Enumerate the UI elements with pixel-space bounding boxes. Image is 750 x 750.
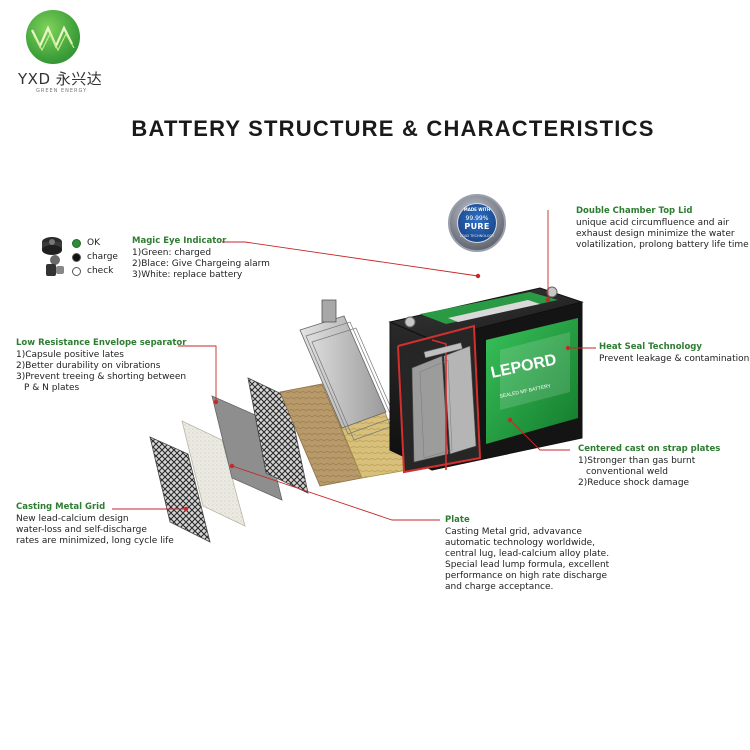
callout-plate: Plate Casting Metal grid, advavance auto… xyxy=(445,515,610,592)
logo-brand: YXD 永兴达 xyxy=(18,70,103,88)
badge-pure: PURE xyxy=(464,222,490,231)
callout-magic-eye: Magic Eye Indicator 1)Green: charged 2)B… xyxy=(132,236,270,280)
callout-strap-plates: Centered cast on strap plates 1)Stronger… xyxy=(578,444,721,488)
callout-heading: Double Chamber Top Lid xyxy=(576,206,693,216)
casting-metal-grid xyxy=(149,436,211,543)
legend-check: check xyxy=(72,264,118,278)
fiber-separator xyxy=(181,420,246,527)
company-logo: YXD 永兴达 GREEN ENERGY xyxy=(18,6,114,98)
badge-top-text: MADE WITH xyxy=(463,207,491,212)
cast-on-strap xyxy=(423,342,463,359)
magic-eye-parts-icon xyxy=(42,237,64,276)
legend-charge: charge xyxy=(72,250,118,264)
callout-heading: Plate xyxy=(445,515,470,525)
green-dot-icon xyxy=(72,238,81,248)
badge-percent: 99.99% xyxy=(465,215,489,222)
legend-ok: OK xyxy=(72,236,118,250)
leader-lines xyxy=(112,210,596,521)
battery-box xyxy=(388,286,584,474)
callout-envelope-separator: Low Resistance Envelope separator 1)Caps… xyxy=(16,338,187,393)
white-dot-icon xyxy=(72,266,81,276)
pure-lead-badge: MADE WITH 99.99% PURE LEAD TECHNOLOGY xyxy=(448,194,506,252)
logo-tagline: GREEN ENERGY xyxy=(36,88,88,94)
callout-heading: Heat Seal Technology xyxy=(599,342,702,352)
callout-top-lid: Double Chamber Top Lid unique acid circu… xyxy=(576,206,749,250)
callout-heading: Magic Eye Indicator xyxy=(132,236,227,246)
plate-lug xyxy=(321,299,337,323)
logo-wave-icon xyxy=(26,10,80,64)
callout-casting-grid: Casting Metal Grid New lead-calcium desi… xyxy=(16,502,174,546)
callout-heat-seal: Heat Seal Technology Prevent leakage & c… xyxy=(599,342,750,364)
callout-heading: Low Resistance Envelope separator xyxy=(16,338,187,348)
leader-dots xyxy=(183,273,571,512)
grid-plate-2 xyxy=(247,377,309,494)
plate-grey xyxy=(211,395,283,501)
callout-heading: Casting Metal Grid xyxy=(16,502,106,512)
callout-heading: Centered cast on strap plates xyxy=(578,444,721,454)
black-dot-icon xyxy=(72,252,81,262)
indicator-legend: OK charge check xyxy=(72,236,118,278)
badge-bottom-text: LEAD TECHNOLOGY xyxy=(459,234,495,238)
page-title: BATTERY STRUCTURE & CHARACTERISTICS xyxy=(131,116,655,141)
